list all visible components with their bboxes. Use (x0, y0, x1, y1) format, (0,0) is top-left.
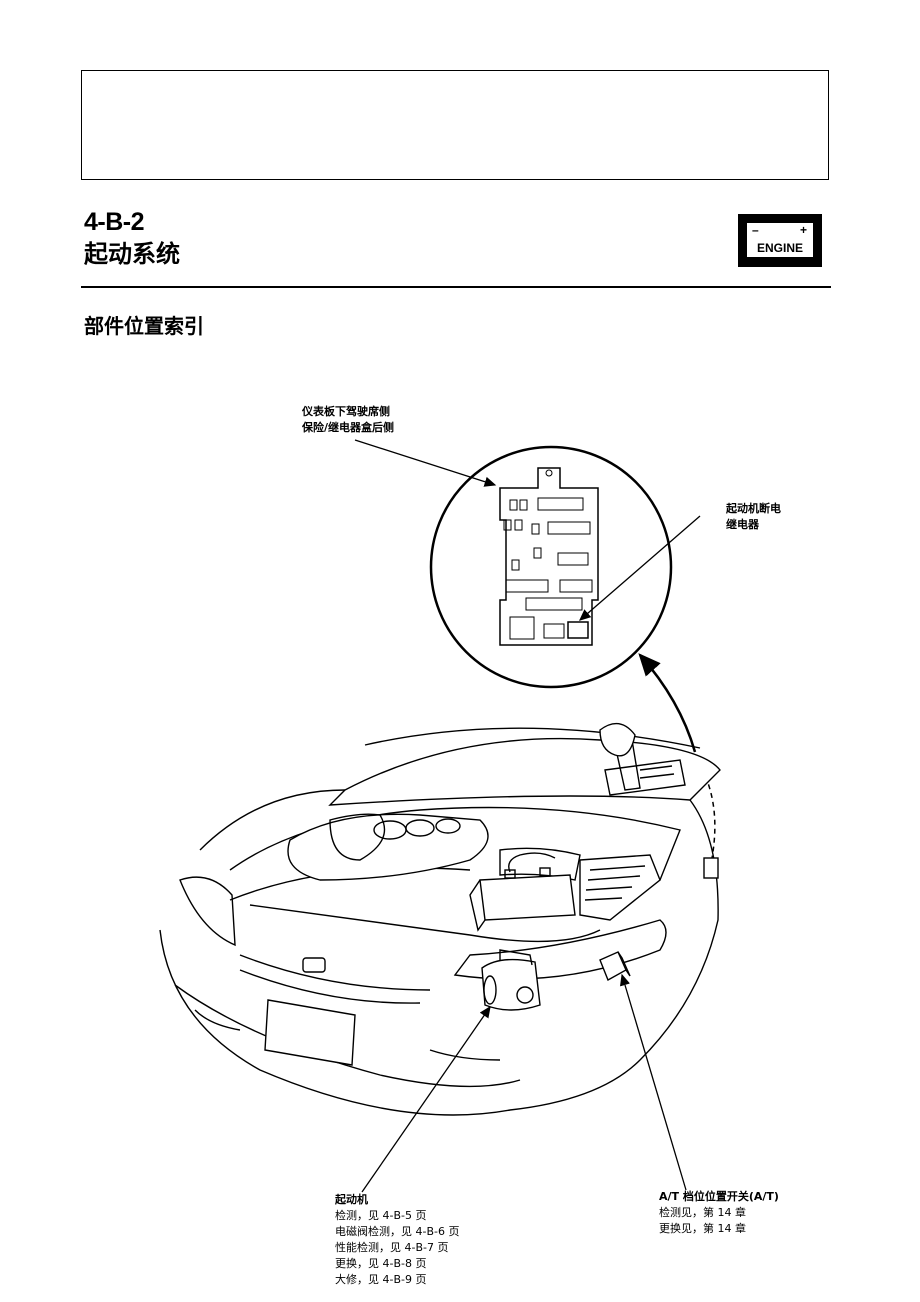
at-switch-item: 检测见，第 14 章 (659, 1206, 746, 1219)
fuse-box-callout-line1: 仪表板下驾驶席侧 (302, 405, 390, 418)
badge-text: ENGINE (756, 241, 803, 255)
page-subtitle: 部件位置索引 (84, 314, 204, 338)
starter-item: 电磁阀检测，见 4-B-6 页 (335, 1225, 460, 1238)
at-position-switch (599, 951, 631, 981)
at-switch-callout-title: A/T 档位位置开关(A/T) (659, 1190, 779, 1203)
starter-item: 性能检测，见 4-B-7 页 (335, 1241, 449, 1254)
battery-icon: – + ENGINE (747, 223, 813, 257)
section-code: 4-B-2 (84, 208, 145, 236)
car-drawing (159, 722, 721, 1116)
minus-sign: – (752, 223, 759, 237)
cut-relay-callout-line1: 起动机断电 (726, 502, 781, 515)
cut-relay-callout: 起动机断电 继电器 (726, 501, 781, 533)
starter-item: 检测，见 4-B-5 页 (335, 1209, 427, 1222)
fuse-box-callout-line2: 保险/继电器盒后侧 (302, 421, 395, 434)
shift-lever (599, 722, 686, 796)
cut-relay-callout-line2: 继电器 (726, 518, 759, 531)
divider-rule (81, 286, 831, 288)
header-frame (81, 70, 829, 180)
engine-badge: – + ENGINE (738, 214, 822, 267)
starter-item: 更换，见 4-B-8 页 (335, 1257, 427, 1270)
at-switch-callout: A/T 档位位置开关(A/T) 检测见，第 14 章 更换见，第 14 章 (659, 1189, 779, 1237)
at-switch-item: 更换见，第 14 章 (659, 1222, 746, 1235)
plus-sign: + (799, 223, 807, 237)
fuse-box-callout: 仪表板下驾驶席侧 保险/继电器盒后侧 (302, 404, 394, 436)
starter-callout-title: 起动机 (335, 1193, 368, 1206)
starter-callout: 起动机 检测，见 4-B-5 页 电磁阀检测，见 4-B-6 页 性能检测，见 … (335, 1192, 459, 1288)
section-title: 起动系统 (84, 240, 180, 268)
starter-motor (481, 949, 541, 1011)
starter-item: 大修，见 4-B-9 页 (335, 1273, 427, 1286)
fuse-box-detail (429, 445, 673, 689)
